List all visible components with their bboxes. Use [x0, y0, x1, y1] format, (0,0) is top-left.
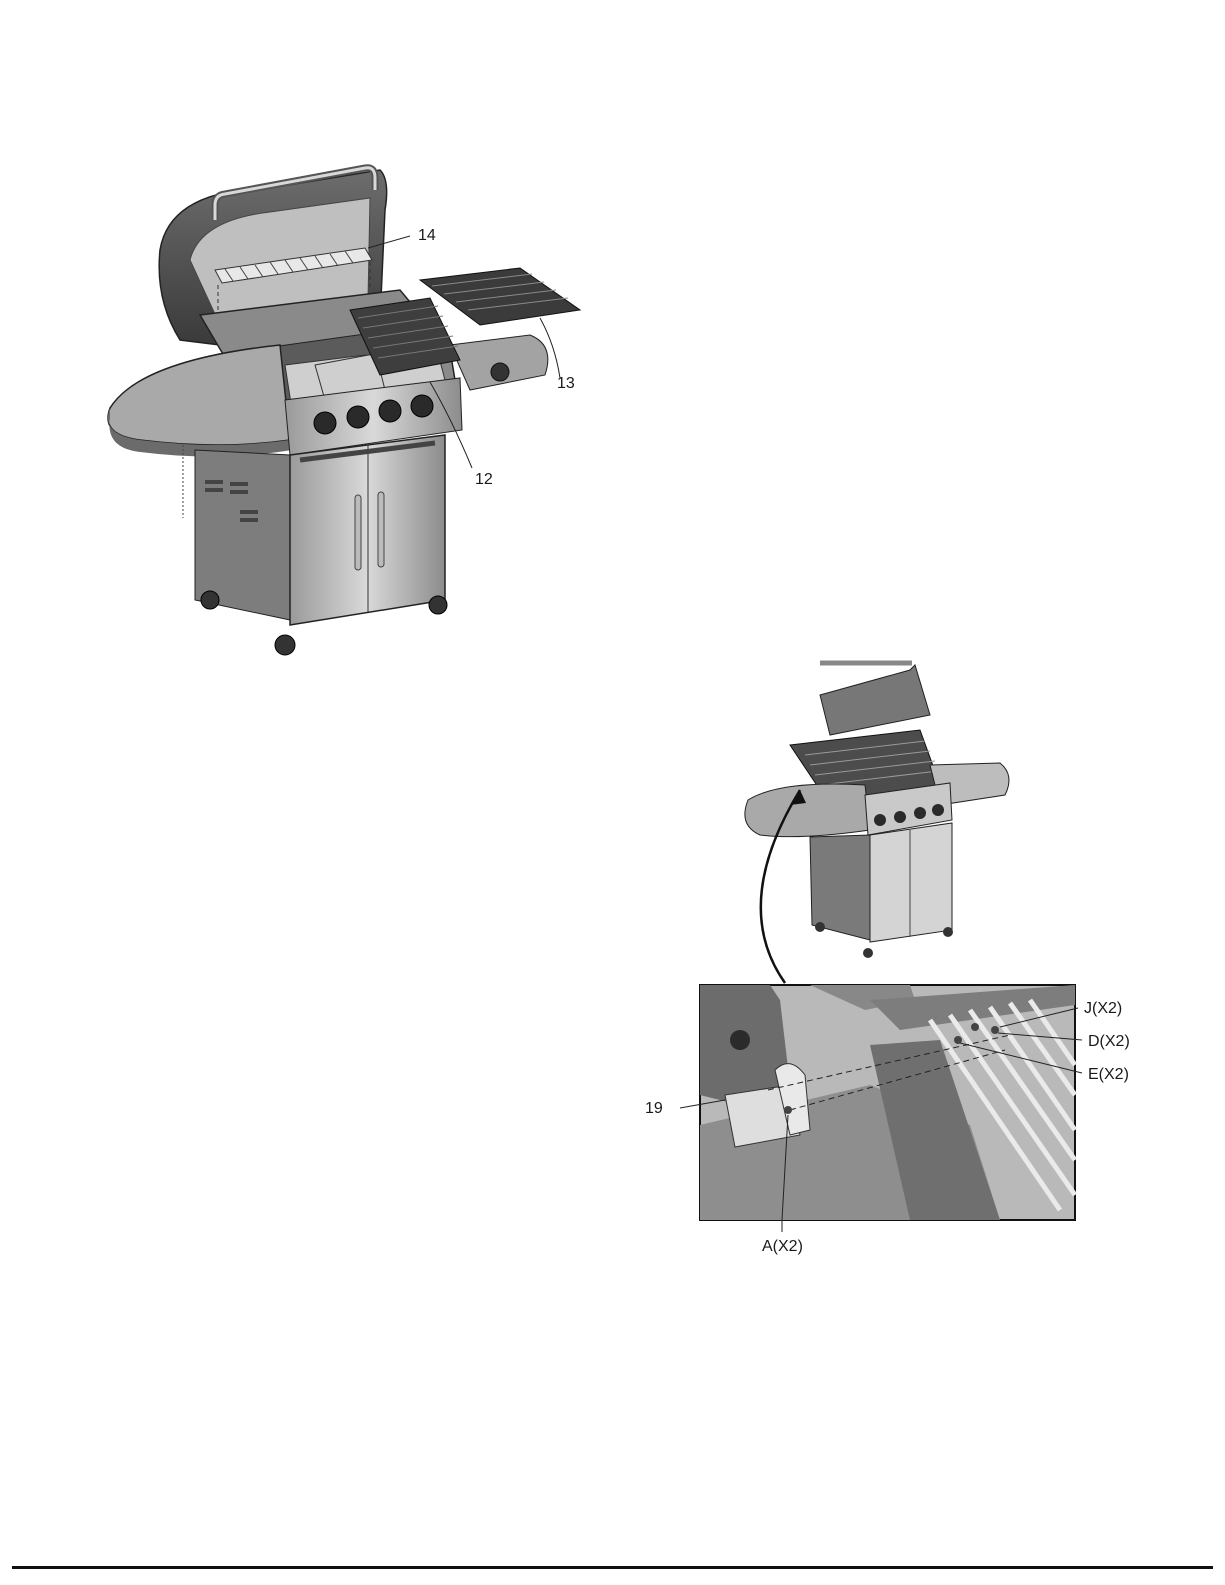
callout-14: 14	[418, 227, 436, 244]
callout-12: 12	[475, 471, 493, 488]
callout-e: E(X2)	[1088, 1066, 1129, 1083]
callout-19: 19	[645, 1100, 663, 1117]
callout-j: J(X2)	[1084, 1000, 1122, 1017]
small-grill-overview	[745, 663, 1009, 958]
callout-d: D(X2)	[1088, 1033, 1130, 1050]
callout-a: A(X2)	[762, 1238, 803, 1255]
detail-inset	[700, 985, 1075, 1220]
cooking-grate-part-13	[420, 268, 580, 325]
page-footer-rule	[12, 1566, 1213, 1569]
warming-rack-detail-figure: J(X2) D(X2) E(X2) 19 A(X2)	[640, 655, 1180, 1275]
grill-assembly-figure: 14 13 12	[100, 150, 620, 670]
callout-13: 13	[557, 375, 575, 392]
